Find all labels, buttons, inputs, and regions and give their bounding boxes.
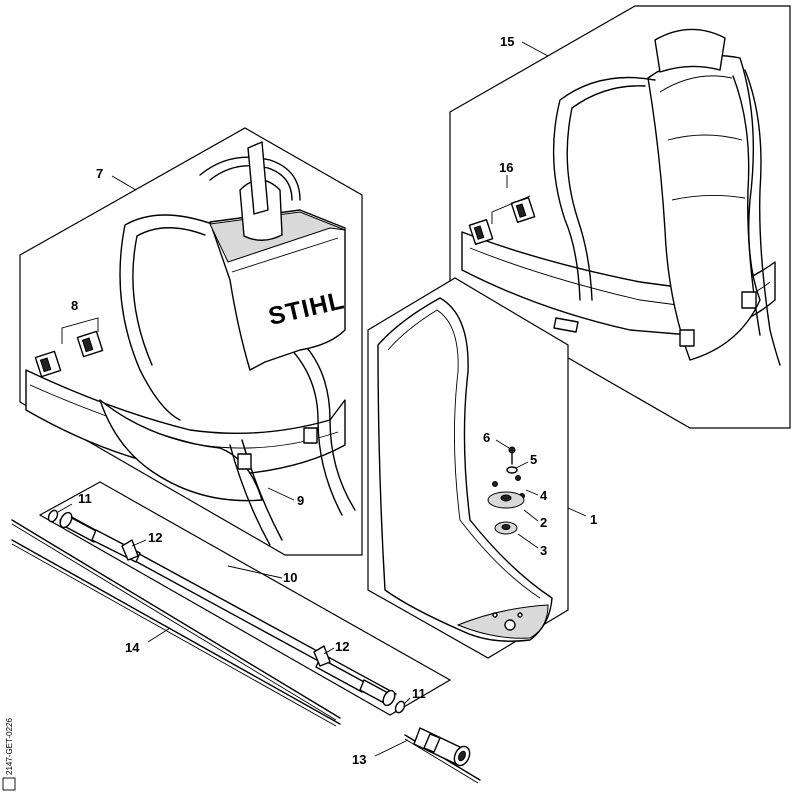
top-strap-7 bbox=[247, 141, 269, 215]
callout-11-lower: 11 bbox=[412, 686, 426, 701]
clamp-12-upper bbox=[121, 539, 139, 561]
callout-14: 14 bbox=[125, 640, 140, 655]
callout-10: 10 bbox=[283, 570, 297, 585]
leader-14 bbox=[147, 627, 171, 643]
right-shoulder-strap bbox=[744, 69, 781, 366]
callout-5: 5 bbox=[530, 452, 537, 467]
drawing-code: 2147-GET-0226 bbox=[5, 718, 14, 775]
rear-harness-illustration bbox=[461, 28, 781, 366]
leader-1 bbox=[567, 507, 587, 517]
leader-6 bbox=[495, 439, 510, 449]
callout-7: 7 bbox=[96, 166, 103, 181]
back-plate-illustration bbox=[377, 297, 553, 642]
lower-buckle-left bbox=[679, 329, 695, 347]
tube-sleeve-right bbox=[315, 657, 367, 693]
callout-16: 16 bbox=[499, 160, 513, 175]
strap-buckle-left bbox=[237, 453, 252, 470]
top-strap bbox=[654, 28, 726, 73]
leader-11a bbox=[57, 503, 73, 513]
drive-tube-illustration bbox=[47, 509, 406, 714]
o-ring-11-left bbox=[47, 509, 59, 523]
callout-1: 1 bbox=[590, 512, 597, 527]
leader-10 bbox=[227, 565, 283, 579]
top-loop bbox=[199, 156, 301, 201]
callout-15: 15 bbox=[500, 34, 514, 49]
callout-3: 3 bbox=[540, 543, 547, 558]
back-pad bbox=[647, 54, 761, 361]
group-10-frame bbox=[38, 481, 452, 716]
callout-13: 13 bbox=[352, 752, 366, 767]
leader-12a bbox=[131, 539, 147, 547]
harness-group-15: 15 16 bbox=[449, 5, 791, 429]
back-plate bbox=[377, 297, 553, 642]
drawing-code-box bbox=[2, 777, 16, 791]
callout-6: 6 bbox=[483, 430, 490, 445]
left-shoulder-strap bbox=[552, 76, 656, 301]
front-harness-illustration: STIHL bbox=[25, 141, 356, 546]
backplate-group-1: 6 5 4 2 3 1 bbox=[367, 277, 597, 659]
flex-shaft-13: 13 bbox=[352, 727, 481, 784]
drive-tube-group-10: 10 11 11 12 12 bbox=[38, 481, 452, 716]
drive-shaft-14: 14 bbox=[11, 519, 341, 727]
chest-buckle-8 bbox=[34, 317, 104, 378]
shoulder-strap-right-7 bbox=[299, 339, 356, 511]
clamp-12-lower bbox=[313, 645, 331, 667]
leader-4 bbox=[525, 489, 539, 496]
shoulder-strap-left-7 bbox=[119, 214, 216, 421]
leader-13 bbox=[374, 739, 409, 757]
leader-5 bbox=[515, 461, 529, 469]
callout-8: 8 bbox=[71, 298, 78, 313]
callout-4: 4 bbox=[540, 488, 548, 503]
leader-11b bbox=[403, 697, 411, 705]
callout-11-upper: 11 bbox=[78, 491, 92, 506]
chest-buckle-16 bbox=[468, 195, 536, 245]
o-ring-11-right bbox=[394, 700, 406, 714]
leader-3 bbox=[517, 533, 539, 549]
leader-7 bbox=[111, 175, 137, 191]
callout-2: 2 bbox=[540, 515, 547, 530]
washer-5 bbox=[506, 466, 518, 474]
strap-buckle-right bbox=[303, 427, 318, 444]
mount-plate bbox=[456, 604, 549, 639]
leader-15 bbox=[521, 41, 549, 57]
screw-6 bbox=[508, 446, 516, 465]
leader-12b bbox=[323, 647, 335, 655]
harness-group-7: STIHL 7 8 9 bbox=[19, 127, 363, 556]
lower-buckle-right bbox=[741, 291, 757, 309]
callout-9: 9 bbox=[297, 493, 304, 508]
leader-2 bbox=[523, 509, 539, 522]
callout-12-upper: 12 bbox=[148, 530, 162, 545]
lower-pad bbox=[99, 399, 263, 502]
leader-9 bbox=[267, 487, 295, 501]
callout-12-lower: 12 bbox=[335, 639, 349, 654]
